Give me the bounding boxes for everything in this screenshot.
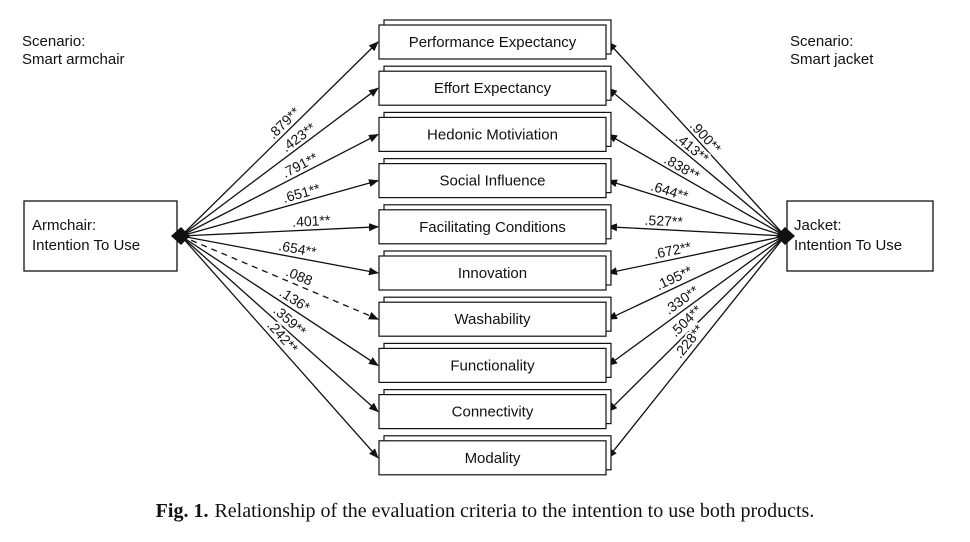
jacket-path-social-influence	[607, 179, 786, 237]
criterion-box-frame	[378, 209, 607, 245]
criterion-box-modality: Modality	[378, 435, 612, 476]
armchair-path-innovation	[180, 235, 379, 276]
armchair-box-line1: Armchair:	[32, 217, 96, 234]
criterion-box-performance-expectancy: Performance Expectancy	[378, 19, 612, 60]
criterion-box-social-influence: Social Influence	[378, 158, 612, 199]
jacket-intention-box: Jacket: Intention To Use	[786, 200, 934, 272]
jacket-path-washability	[607, 235, 786, 320]
jacket-path-performance-expectancy	[607, 41, 786, 237]
jacket-box-line1: Jacket:	[794, 217, 842, 234]
criterion-box-frame	[378, 255, 607, 291]
criterion-label: Innovation	[458, 265, 527, 282]
armchair-box-line2: Intention To Use	[32, 237, 140, 254]
jacket-box-line2: Intention To Use	[794, 237, 902, 254]
criterion-label: Connectivity	[452, 404, 534, 421]
criterion-box-innovation: Innovation	[378, 250, 612, 291]
criterion-box-frame	[378, 116, 607, 153]
armchair-path-functionality	[180, 235, 379, 366]
armchair-path-effort-expectancy	[180, 87, 379, 237]
armchair-path-modality	[180, 235, 379, 459]
criterion-label: Washability	[454, 311, 531, 328]
criterion-box-frame	[378, 24, 607, 60]
scenario-left-line2: Smart armchair	[22, 51, 125, 68]
criterion-label: Effort Expectancy	[434, 80, 552, 97]
jacket-path-hedonic-motiviation	[607, 133, 786, 237]
armchair-path-performance-expectancy	[180, 41, 379, 237]
criterion-label: Modality	[465, 450, 521, 467]
armchair-coef-innovation: .654**	[277, 237, 318, 260]
criterion-box-effort-expectancy: Effort Expectancy	[378, 65, 612, 106]
armchair-coef-facilitating-conditions: .401**	[292, 212, 331, 230]
jacket-path-modality	[607, 235, 786, 459]
criterion-box-frame	[378, 70, 607, 106]
armchair-path-hedonic-motiviation	[180, 133, 379, 237]
armchair-coef-hedonic-motiviation: .791**	[279, 149, 321, 181]
jacket-path-connectivity	[607, 235, 786, 413]
criterion-box-hedonic-motiviation: Hedonic Motiviation	[378, 111, 612, 153]
jacket-path-functionality	[607, 235, 786, 366]
criterion-box-functionality: Functionality	[378, 342, 612, 383]
scenario-right-line2: Smart jacket	[790, 51, 874, 68]
jacket-path-effort-expectancy	[607, 87, 786, 237]
criterion-label: Social Influence	[440, 173, 546, 190]
criterion-label: Functionality	[450, 357, 535, 374]
criterion-label: Performance Expectancy	[409, 34, 577, 51]
paths-layer	[180, 41, 786, 459]
jacket-coef-innovation: .672**	[652, 238, 693, 262]
armchair-path-social-influence	[180, 179, 379, 237]
criterion-box-washability: Washability	[378, 296, 612, 337]
criterion-box-frame	[378, 347, 607, 383]
armchair-path-connectivity	[180, 235, 379, 413]
caption-label: Fig. 1.	[155, 500, 209, 522]
criterion-box-frame	[378, 440, 607, 476]
jacket-path-innovation	[607, 235, 786, 276]
caption-text: Relationship of the evaluation criteria …	[214, 500, 815, 522]
criterion-label: Hedonic Motiviation	[427, 126, 558, 143]
armchair-intention-box: Armchair: Intention To Use	[23, 200, 178, 272]
criterion-box-facilitating-conditions: Facilitating Conditions	[378, 204, 612, 245]
criterion-box-frame	[378, 394, 607, 430]
criterion-box-frame	[378, 163, 607, 199]
armchair-path-facilitating-conditions	[180, 223, 379, 237]
jacket-path-facilitating-conditions	[607, 223, 786, 237]
figure-caption: Fig. 1.Relationship of the evaluation cr…	[0, 500, 970, 523]
jacket-coef-facilitating-conditions: .527**	[644, 212, 683, 230]
armchair-path-washability	[180, 235, 379, 320]
scenario-right-line1: Scenario:	[790, 33, 853, 50]
criterion-box-connectivity: Connectivity	[378, 389, 612, 430]
scenario-left-line1: Scenario:	[22, 33, 85, 50]
criterion-box-frame	[378, 301, 607, 337]
criterion-label: Facilitating Conditions	[419, 219, 566, 236]
